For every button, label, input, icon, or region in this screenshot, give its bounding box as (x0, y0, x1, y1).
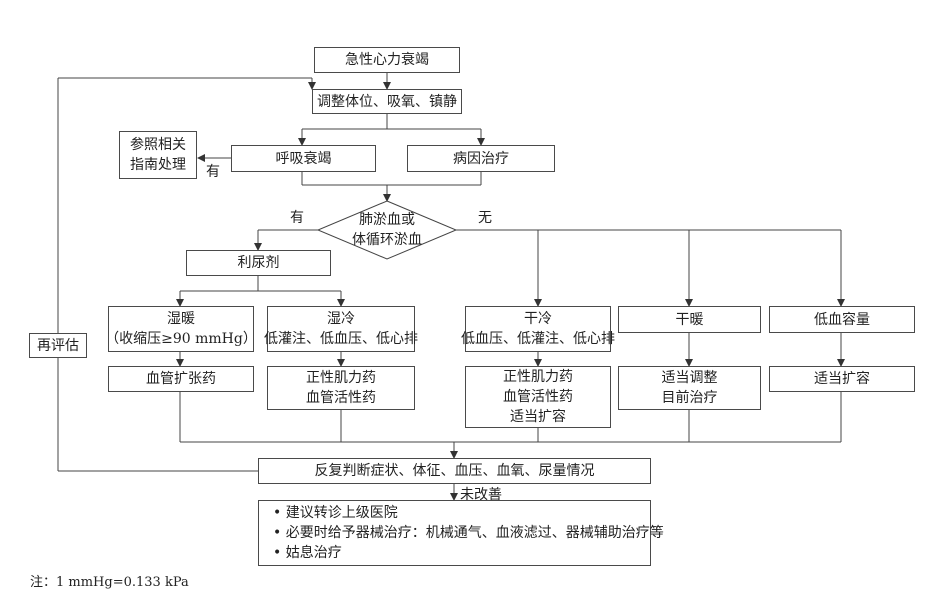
final-action-2: • 必要时给予器械治疗：机械通气、血液滤过、器械辅助治疗等 (273, 525, 664, 541)
wet-cold-sub: 低灌注、低血压、低心排 (264, 331, 418, 347)
dry-cold-box: 干冷 低血压、低灌注、低心排 (461, 306, 615, 352)
not-improved-label: 未改善 (460, 487, 502, 503)
refer-line-1: 参照相关 (130, 137, 186, 153)
wet-cold-box: 湿冷 低灌注、低血压、低心排 (264, 306, 418, 352)
low-volume-label: 低血容量 (814, 311, 870, 328)
wet-warm-title: 湿暖 (167, 311, 195, 327)
final-actions-box: • 建议转诊上级医院 • 必要时给予器械治疗：机械通气、血液滤过、器械辅助治疗等… (258, 500, 664, 566)
resp-failure-box: 呼吸衰竭 (231, 145, 376, 172)
vasodilator-label: 血管扩张药 (146, 371, 216, 387)
dry-warm-label: 干暖 (675, 311, 704, 328)
repeat-assess-label: 反复判断症状、体征、血压、血氧、尿量情况 (314, 463, 595, 479)
diuretic-label: 利尿剂 (237, 255, 280, 271)
inotrope-fluid-line-3: 适当扩容 (510, 409, 566, 425)
adjust-box: 调整体位、吸氧、镇静 (312, 89, 462, 114)
adjust-current-line-1: 适当调整 (661, 370, 718, 386)
refer-line-2: 指南处理 (130, 157, 186, 173)
inotrope-line-1: 正性肌力药 (306, 370, 376, 386)
no-label: 无 (478, 210, 492, 226)
decision-line-1: 肺淤血或 (359, 212, 415, 228)
final-action-3: • 姑息治疗 (273, 545, 342, 561)
dry-warm-box: 干暖 (618, 306, 761, 333)
resp-failure-label: 呼吸衰竭 (275, 150, 332, 167)
diuretic-box: 利尿剂 (186, 250, 331, 276)
decision-line-2: 体循环淤血 (352, 232, 422, 248)
unit-note: 注：1 mmHg=0.133 kPa (30, 575, 189, 590)
reassess-box: 再评估 (29, 333, 87, 358)
yes-label: 有 (290, 210, 304, 226)
start-label: 急性心力衰竭 (345, 52, 429, 68)
proper-expand-box: 适当扩容 (769, 366, 915, 392)
start-box: 急性心力衰竭 (314, 47, 460, 73)
wet-warm-sub: （收缩压≥90 mmHg） (105, 331, 257, 347)
adjust-label: 调整体位、吸氧、镇静 (317, 93, 457, 110)
reassess-label: 再评估 (37, 337, 79, 354)
wet-warm-box: 湿暖 （收缩压≥90 mmHg） (105, 306, 257, 352)
inotrope-fluid-line-1: 正性肌力药 (503, 369, 573, 385)
cause-treatment-box: 病因治疗 (407, 145, 555, 172)
decision-diamond-shape (316, 200, 458, 260)
dry-cold-title: 干冷 (524, 311, 552, 327)
inotrope-line-2: 血管活性药 (306, 390, 376, 406)
inotrope-vaso-box: 正性肌力药 血管活性药 (267, 366, 415, 410)
dry-cold-sub: 低血压、低灌注、低心排 (461, 331, 615, 347)
has-label-resp: 有 (206, 164, 220, 180)
inotrope-vaso-fluid-box: 正性肌力药 血管活性药 适当扩容 (465, 366, 611, 428)
decision-text: 肺淤血或 体循环淤血 (327, 210, 447, 250)
refer-guideline-box: 参照相关 指南处理 (119, 131, 197, 179)
adjust-current-line-2: 目前治疗 (661, 390, 718, 406)
wet-cold-title: 湿冷 (327, 311, 355, 327)
adjust-current-box: 适当调整 目前治疗 (618, 366, 761, 410)
low-volume-box: 低血容量 (769, 306, 915, 333)
final-action-1: • 建议转诊上级医院 (273, 505, 398, 521)
inotrope-fluid-line-2: 血管活性药 (503, 389, 573, 405)
vasodilator-box: 血管扩张药 (108, 366, 254, 392)
repeat-assess-box: 反复判断症状、体征、血压、血氧、尿量情况 (258, 458, 651, 484)
cause-treatment-label: 病因治疗 (453, 150, 509, 167)
proper-expand-label: 适当扩容 (814, 371, 870, 387)
